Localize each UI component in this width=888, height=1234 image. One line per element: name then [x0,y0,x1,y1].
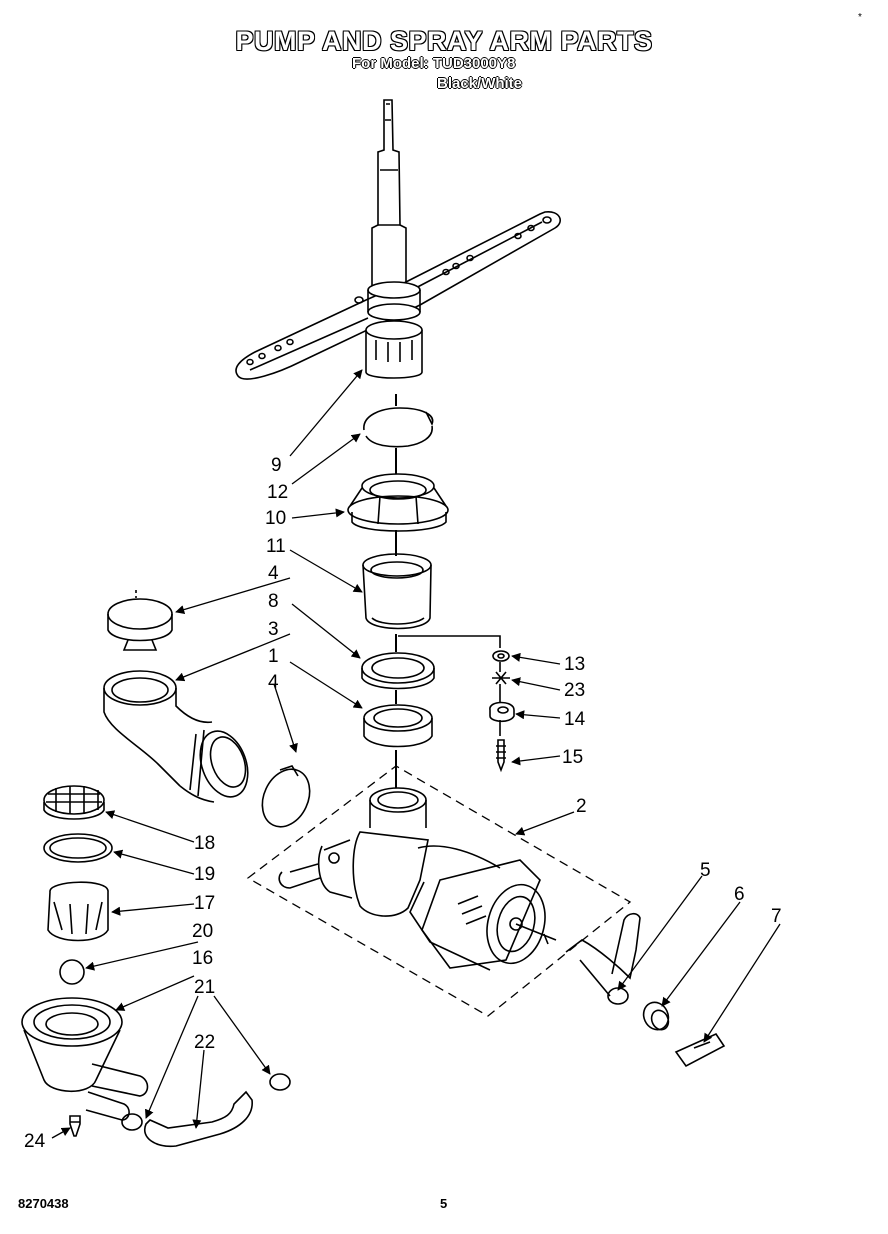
callout-13: 13 [564,654,586,675]
callout-4-lower: 4 [268,672,279,693]
callout-11: 11 [266,536,286,557]
screw-stack-parts [398,636,514,770]
callout-6: 6 [734,884,745,905]
pump-motor-assembly [248,766,630,1016]
callout-14: 14 [564,709,586,730]
callout-16: 16 [192,948,214,969]
callout-23: 23 [564,680,586,701]
color-variant: Black/White [437,75,523,92]
callout-20: 20 [192,921,214,942]
callout-15: 15 [562,747,584,768]
corner-mark: * [858,12,862,23]
callout-4-upper: 4 [268,563,279,584]
spray-arm-part [236,100,560,379]
callout-17: 17 [194,893,216,914]
callout-2: 2 [576,796,587,817]
page-title: PUMP AND SPRAY ARM PARTS [235,26,653,56]
callout-18: 18 [194,833,216,854]
callout-10: 10 [265,508,287,529]
center-column-parts [348,394,448,788]
callout-5: 5 [700,860,711,881]
callout-7: 7 [771,906,782,927]
callout-12: 12 [267,482,289,503]
callout-21: 21 [194,977,216,998]
leader-lines [52,369,780,1138]
callout-8: 8 [268,591,279,612]
model-subtitle: For Model: TUD3000Y8 [352,55,516,72]
callout-3: 3 [268,619,279,640]
page-number: 5 [440,1196,448,1211]
lower-left-parts [22,786,290,1146]
callout-1: 1 [268,646,279,667]
lower-right-parts [566,914,724,1066]
callout-9: 9 [271,455,282,476]
callout-19: 19 [194,864,216,885]
hose-clamp-parts [104,590,319,834]
callout-24: 24 [24,1131,46,1152]
callout-22: 22 [194,1032,216,1053]
document-number: 8270438 [18,1196,69,1211]
